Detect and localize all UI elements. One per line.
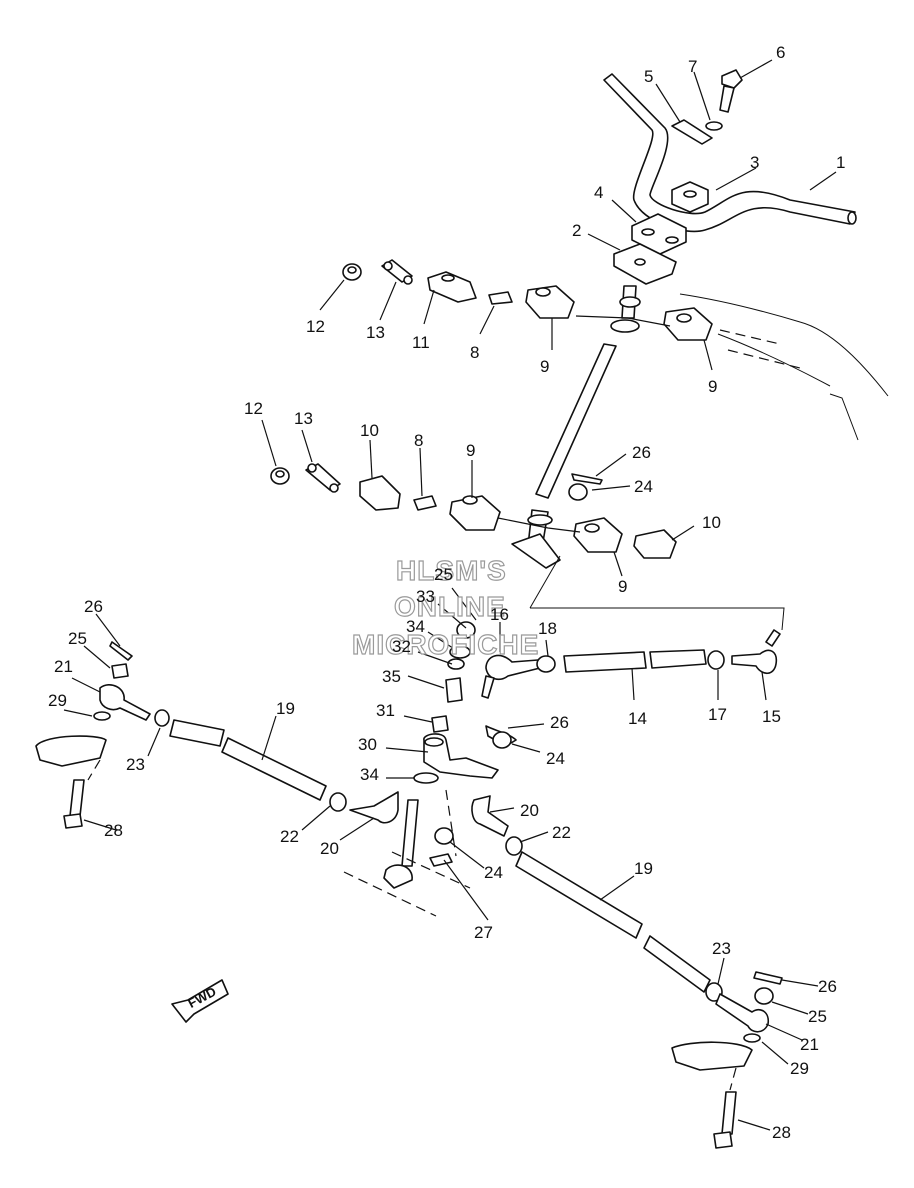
- callout-19-b: 19: [634, 859, 653, 878]
- callout-34-b: 34: [360, 765, 379, 784]
- callout-21-b: 21: [800, 1035, 819, 1054]
- column-plate: [613, 243, 677, 285]
- callout-12-a: 12: [306, 317, 325, 336]
- callout-26-b: 26: [632, 443, 651, 462]
- callout-33: 33: [416, 587, 435, 606]
- callout-23-b: 23: [712, 939, 731, 958]
- callout-25-b: 25: [434, 565, 453, 584]
- upper-bushing-row: [342, 259, 713, 341]
- callout-12-b: 12: [244, 399, 263, 418]
- callout-11: 11: [412, 333, 430, 352]
- callout-16: 16: [490, 605, 509, 624]
- callout-2: 2: [572, 221, 581, 240]
- callout-22-a: 22: [280, 827, 299, 846]
- callout-21-a: 21: [54, 657, 73, 676]
- callout-17: 17: [708, 705, 727, 724]
- callout-25-a: 25: [68, 629, 87, 648]
- callout-9-d: 9: [618, 577, 627, 596]
- callout-35: 35: [382, 667, 401, 686]
- callout-3: 3: [750, 153, 759, 172]
- callout-31: 31: [376, 701, 395, 720]
- washer: [705, 121, 723, 131]
- watermark-line-3: MICROFICHE: [352, 629, 539, 660]
- handlebar: [603, 73, 857, 233]
- callout-7: 7: [688, 57, 697, 76]
- callout-24-a: 24: [634, 477, 653, 496]
- nut: [568, 483, 588, 501]
- steering-column: [511, 285, 641, 569]
- callout-13-a: 13: [366, 323, 385, 342]
- callout-8-upper: 8: [470, 343, 479, 362]
- callout-29-b: 29: [790, 1059, 809, 1078]
- callout-13-b: 13: [294, 409, 313, 428]
- upper-clamp: [671, 181, 709, 213]
- callout-27: 27: [474, 923, 493, 942]
- callout-20-b: 20: [520, 801, 539, 820]
- callout-10-a: 10: [360, 421, 379, 440]
- callout-14: 14: [628, 709, 647, 728]
- bolt: [719, 69, 743, 113]
- callout-32: 32: [392, 637, 411, 656]
- watermark: HLSM'S ONLINE MICROFICHE: [351, 554, 539, 660]
- callout-19-a: 19: [276, 699, 295, 718]
- lower-bushing-row: [270, 463, 677, 559]
- callout-numbers: 1 2 3 4 5 6 7 8 8 9 9 9 9 10 10 11 12 12…: [48, 43, 845, 1142]
- callout-5: 5: [644, 67, 653, 86]
- callout-26-a: 26: [84, 597, 103, 616]
- callout-18: 18: [538, 619, 557, 638]
- callout-10-b: 10: [702, 513, 721, 532]
- handlebar-holder: [631, 213, 687, 255]
- clip: [671, 119, 713, 145]
- callout-1: 1: [836, 153, 845, 172]
- callout-22-b: 22: [552, 823, 571, 842]
- callout-24-b: 24: [546, 749, 565, 768]
- callout-9-a: 9: [540, 357, 549, 376]
- upper-tie-rod: [481, 629, 781, 699]
- pitman-arm-assembly: [383, 621, 499, 889]
- callout-8-lower: 8: [414, 431, 423, 450]
- callout-23-a: 23: [126, 755, 145, 774]
- callout-26-d: 26: [818, 977, 837, 996]
- callout-28-b: 28: [772, 1123, 791, 1142]
- callout-15: 15: [762, 707, 781, 726]
- callout-25-c: 25: [808, 1007, 827, 1026]
- frame-outline: [679, 293, 889, 441]
- callout-24-c: 24: [484, 863, 503, 882]
- callout-4: 4: [594, 183, 603, 202]
- callout-28-a: 28: [104, 821, 123, 840]
- fwd-arrow: FWD: [171, 979, 229, 1023]
- callout-30: 30: [358, 735, 377, 754]
- leader-lines: [63, 59, 837, 1131]
- callout-34-a: 34: [406, 617, 425, 636]
- callout-9-b: 9: [708, 377, 717, 396]
- callout-6: 6: [776, 43, 785, 62]
- cotter-pin: [571, 473, 603, 485]
- callout-26-c: 26: [550, 713, 569, 732]
- callout-29-a: 29: [48, 691, 67, 710]
- left-tie-rod: [35, 641, 347, 829]
- watermark-line-2: ONLINE: [394, 591, 506, 622]
- callout-9-c: 9: [466, 441, 475, 460]
- right-tie-rod: [349, 725, 783, 1149]
- callout-20-a: 20: [320, 839, 339, 858]
- watermark-line-1: HLSM'S: [396, 555, 507, 586]
